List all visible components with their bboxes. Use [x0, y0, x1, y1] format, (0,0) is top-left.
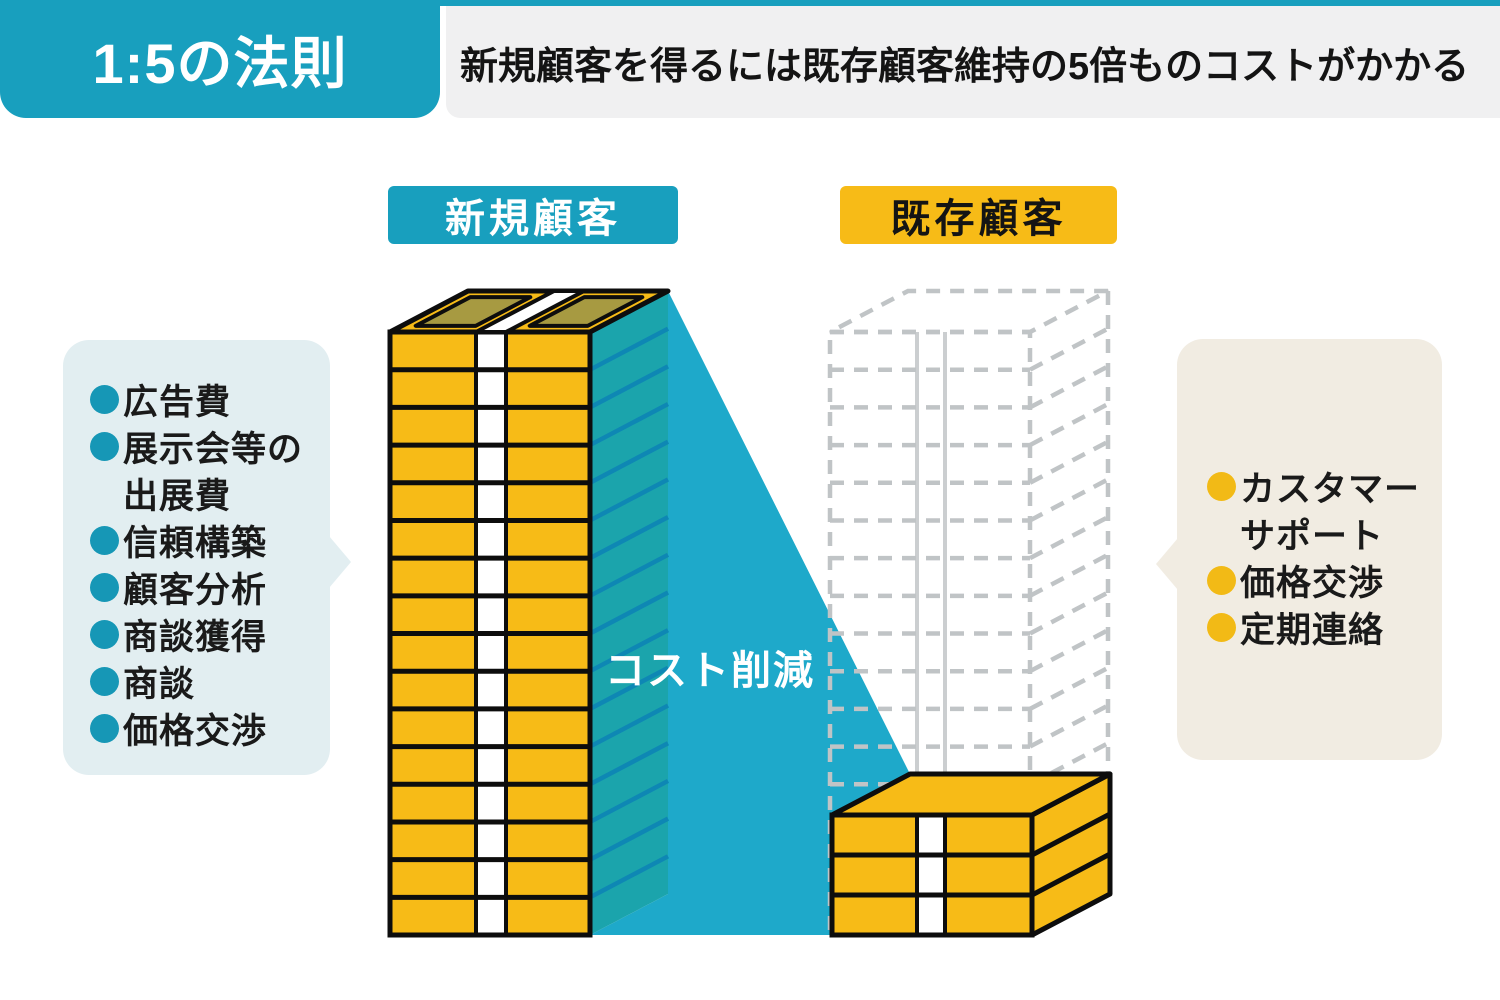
list-item: サポート	[1240, 510, 1434, 557]
right-panel-tail	[1156, 538, 1178, 590]
bullet-dot-icon	[90, 432, 119, 461]
list-item-label: 顧客分析	[123, 571, 268, 610]
list-item: カスタマー	[1207, 463, 1434, 510]
cost-reduction-text: コスト削減	[605, 649, 815, 693]
list-item: 定期連絡	[1207, 604, 1434, 651]
bullet-dot-icon	[1207, 566, 1236, 595]
list-item: 商談獲得	[90, 611, 322, 658]
list-item: 信頼構築	[90, 517, 322, 564]
bullet-dot-icon	[90, 714, 119, 743]
headline-text: 新規顧客を得るには既存顧客維持の5倍ものコストがかかる	[460, 45, 1470, 88]
list-item-label: 価格交渉	[1240, 564, 1385, 603]
list-item: 展示会等の	[90, 423, 322, 470]
bullet-dot-icon	[90, 620, 119, 649]
list-item-label: 展示会等の	[123, 430, 304, 469]
existing-customer-cost-panel: カスタマーサポート価格交渉定期連絡	[1156, 339, 1442, 760]
headline-bar: 新規顧客を得るには既存顧客維持の5倍ものコストがかかる	[446, 6, 1500, 118]
label-new-customers: 新規顧客	[388, 186, 678, 244]
left-panel-tail	[329, 536, 351, 588]
title-badge: 1:5の法則	[0, 0, 440, 118]
bullet-dot-icon	[90, 573, 119, 602]
label-existing-customers: 既存顧客	[840, 186, 1117, 244]
list-item-label: 商談獲得	[123, 618, 268, 657]
list-item-label: カスタマー	[1240, 470, 1421, 509]
list-item: 顧客分析	[90, 564, 322, 611]
list-item: 価格交渉	[1207, 557, 1434, 604]
bullet-dot-icon	[90, 667, 119, 696]
list-item: 商談	[90, 658, 322, 705]
list-item: 広告費	[90, 376, 322, 423]
list-item: 出展費	[123, 470, 322, 517]
bullet-dot-icon	[1207, 613, 1236, 642]
top-accent-strip	[0, 0, 1500, 6]
right-panel-list: カスタマーサポート価格交渉定期連絡	[1207, 463, 1434, 651]
list-item-label: 価格交渉	[123, 712, 268, 751]
page-title: 1:5の法則	[92, 31, 348, 95]
list-item-label: 出展費	[123, 477, 232, 516]
list-item-label: サポート	[1240, 517, 1385, 556]
label-new-customers-text: 新規顧客	[445, 197, 621, 241]
list-item-label: 商談	[123, 665, 196, 704]
list-item: 価格交渉	[90, 705, 322, 752]
list-item-label: 定期連絡	[1240, 611, 1385, 650]
list-item-label: 信頼構築	[123, 524, 268, 563]
new-customer-cost-panel: 広告費展示会等の出展費信頼構築顧客分析商談獲得商談価格交渉	[63, 340, 351, 775]
existing-customer-stack	[829, 771, 1113, 938]
left-panel-list: 広告費展示会等の出展費信頼構築顧客分析商談獲得商談価格交渉	[90, 376, 322, 752]
label-existing-customers-text: 既存顧客	[890, 197, 1067, 241]
bullet-dot-icon	[90, 385, 119, 414]
cost-reduction-label: コスト削減	[578, 642, 842, 693]
bullet-dot-icon	[1207, 472, 1236, 501]
new-customer-stack	[387, 288, 671, 938]
list-item-label: 広告費	[123, 383, 232, 422]
bullet-dot-icon	[90, 526, 119, 555]
